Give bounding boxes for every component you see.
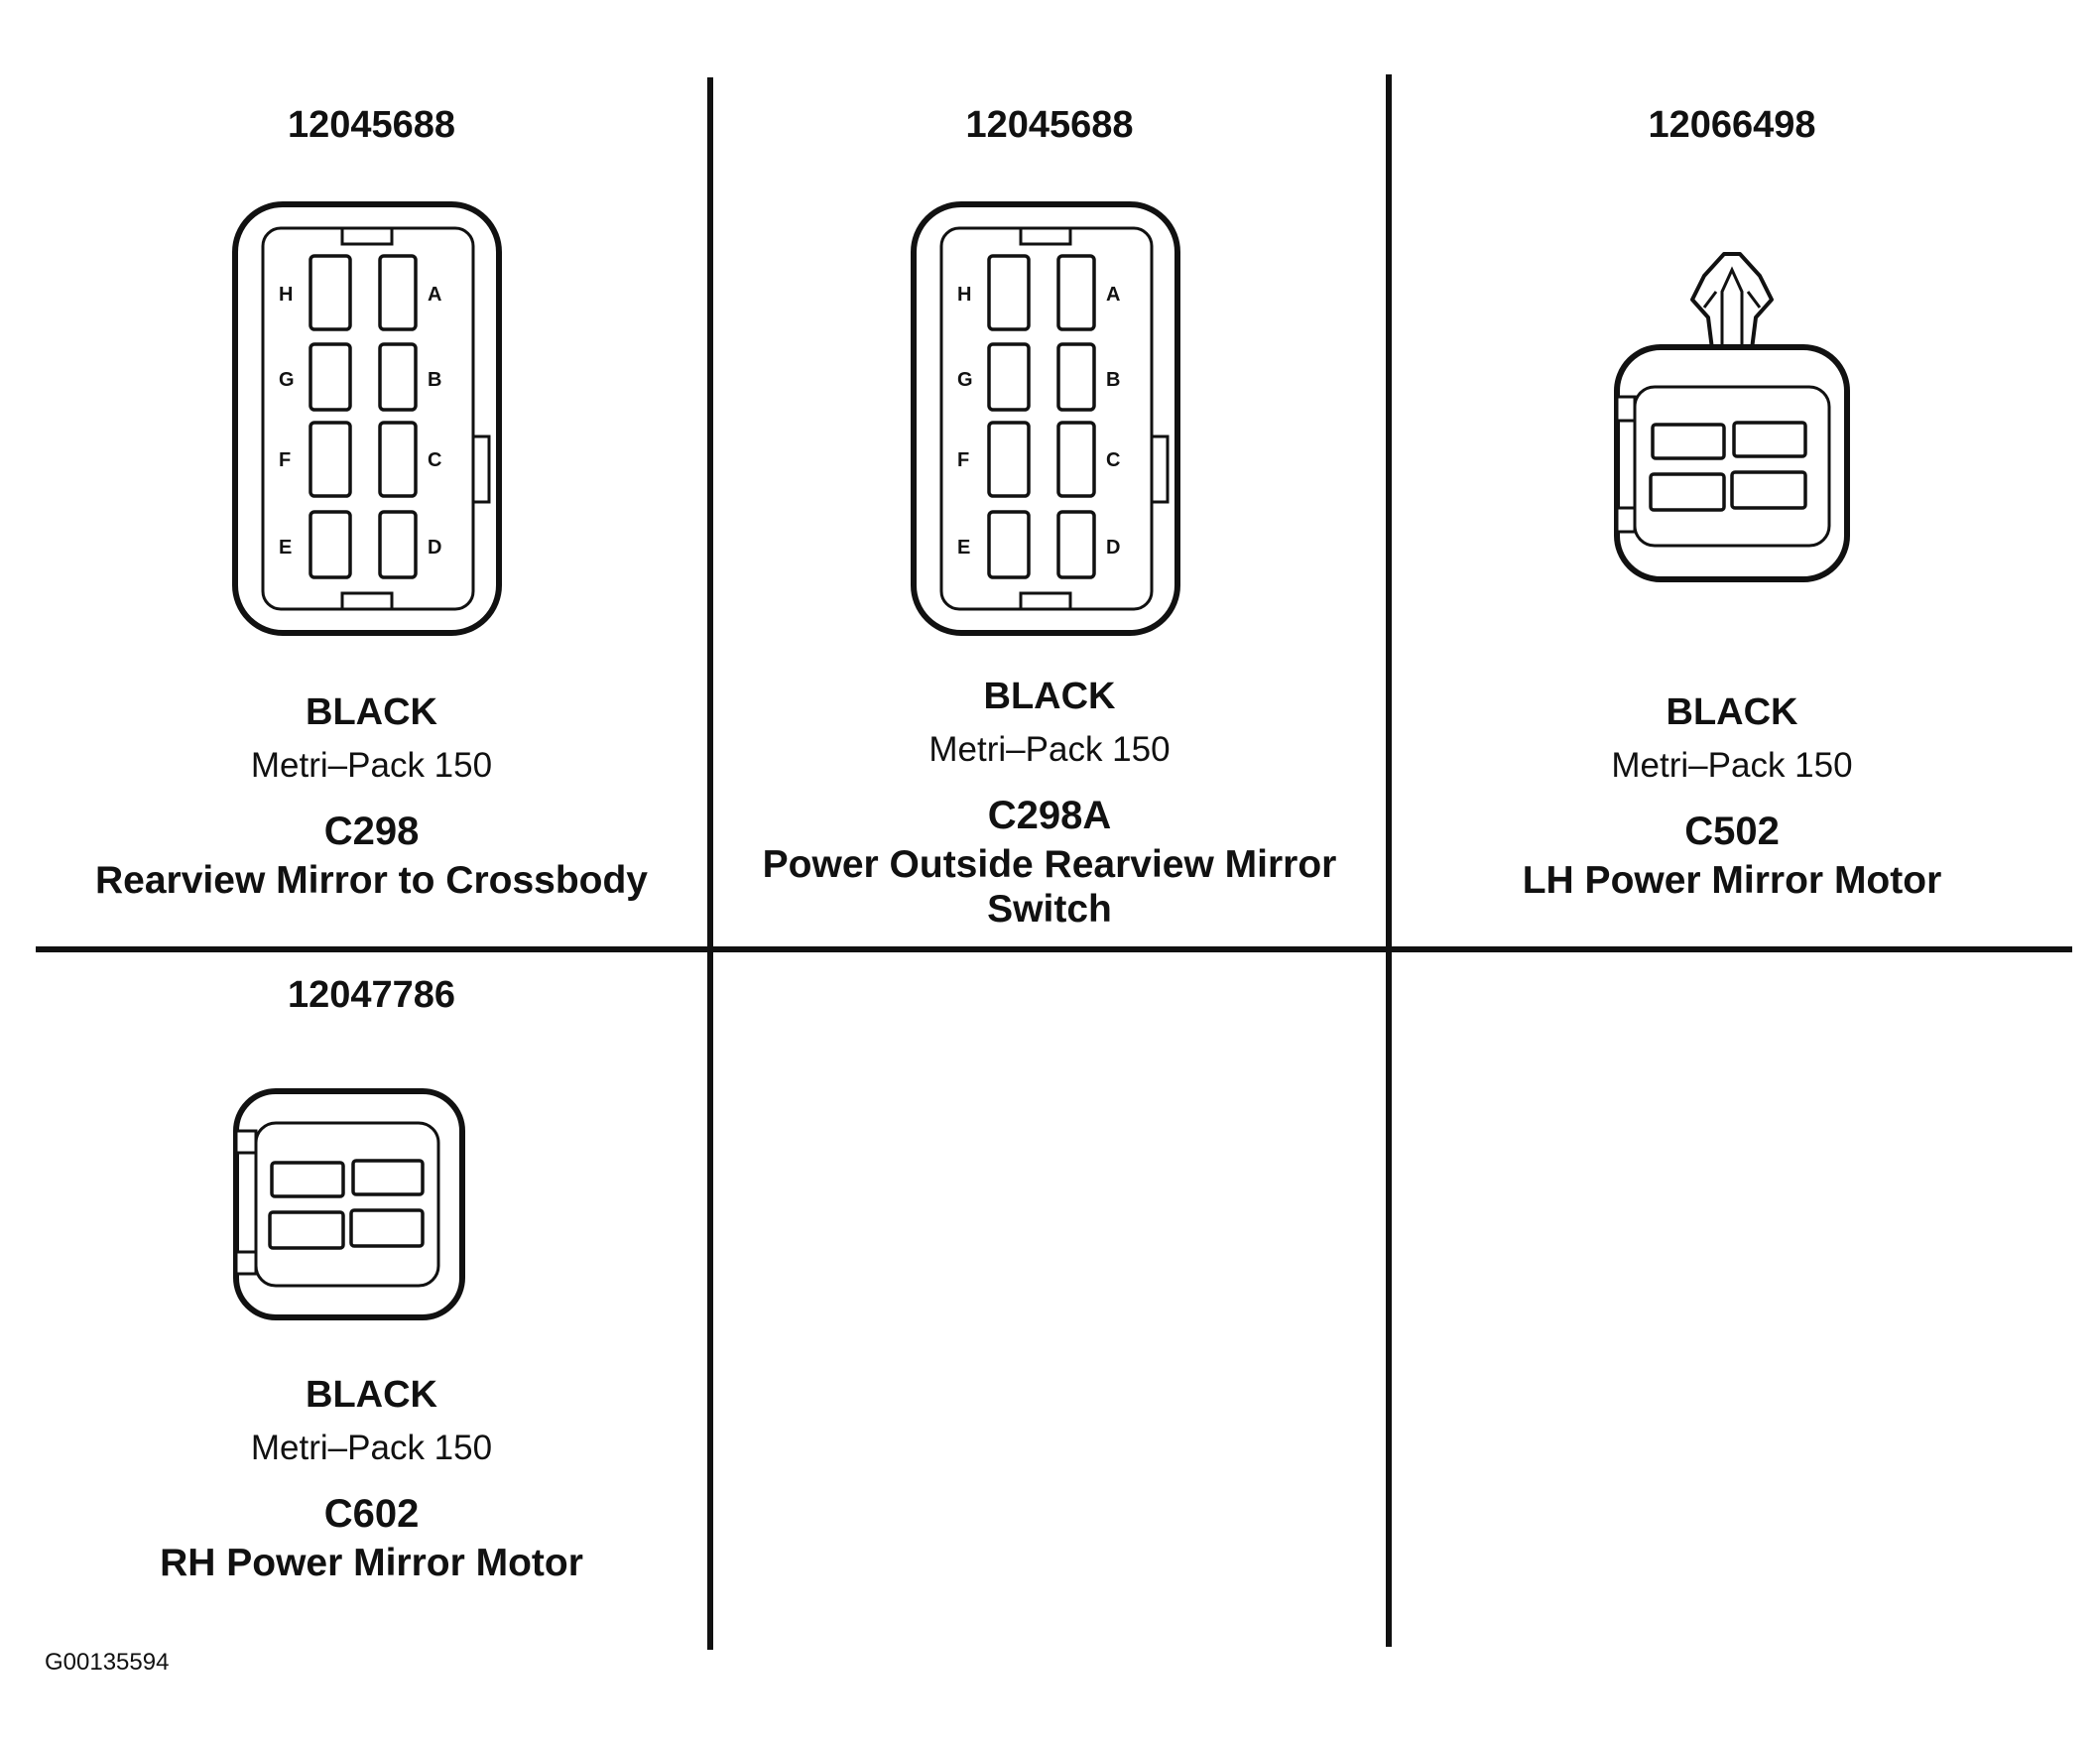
cavity-label-c: C (1106, 449, 1120, 471)
terminal-series: Metri–Pack 150 (250, 746, 493, 785)
connector-description: LH Power Mirror Motor (1522, 859, 1942, 902)
cavity-label-a: A (1106, 284, 1120, 306)
connector-color: BLACK (983, 676, 1116, 717)
vertical-divider-2 (1386, 74, 1392, 1647)
cavity-grid (309, 254, 418, 579)
cavity-label-b: B (428, 369, 441, 391)
cavity-label-c: C (428, 449, 441, 471)
connector-id: C298A (987, 794, 1112, 837)
cavity-label-d: D (1106, 537, 1120, 559)
terminal-series: Metri–Pack 150 (1611, 746, 1853, 785)
horizontal-divider (36, 946, 2072, 952)
connector-id: C298 (323, 810, 420, 853)
figure-id: G00135594 (45, 1649, 170, 1676)
connector-color: BLACK (306, 691, 437, 733)
connector-8-way-icon: H A G B F C E D (232, 201, 502, 636)
connector-description: RH Power Mirror Motor (160, 1542, 583, 1584)
cavity-label-h: H (279, 284, 293, 306)
cavity-label-h: H (957, 284, 971, 306)
connector-description-line-1: Power Outside Rearview Mirror (762, 843, 1337, 886)
cavity-label-b: B (1106, 369, 1120, 391)
connector-description-line-2: Switch (987, 888, 1112, 931)
cavity-label-g: G (957, 369, 973, 391)
cavity-grid (1649, 421, 1807, 512)
connector-cell-c502: 12066498 BLACK Metri–Pack 150 C502 LH Po… (1392, 0, 2072, 946)
terminal-series: Metri–Pack 150 (250, 1429, 493, 1467)
cavity-label-d: D (428, 537, 441, 559)
cavity-grid (987, 254, 1096, 579)
cavity-label-f: F (279, 449, 291, 471)
terminal-series: Metri–Pack 150 (928, 730, 1171, 769)
vertical-divider-1 (707, 77, 713, 1650)
cavity-label-e: E (279, 537, 292, 559)
part-number: 12047786 (287, 974, 456, 1016)
connector-8-way-icon: H A G B F C E D (911, 201, 1180, 636)
connector-color: BLACK (1666, 691, 1798, 733)
cavity-label-f: F (957, 449, 969, 471)
connector-id: C602 (323, 1492, 420, 1536)
connector-cell-c298a: 12045688 H A G B F C E D BLACK Metri–Pac… (713, 0, 1386, 946)
connector-color: BLACK (306, 1374, 437, 1416)
part-number: 12066498 (1648, 104, 1816, 146)
part-number: 12045688 (287, 104, 456, 146)
connector-cell-c602: 12047786 BLACK Metri–Pack 150 C602 RH Po… (36, 952, 707, 1647)
connector-cell-c298: 12045688 H A G B F C E D BLACK Metri–Pac… (36, 0, 707, 946)
cavity-grid (268, 1159, 425, 1250)
connector-4-way-clip-icon (1614, 252, 1850, 582)
cavity-label-e: E (957, 537, 970, 559)
connector-id: C502 (1684, 810, 1780, 853)
connector-4-way-icon (233, 1088, 465, 1320)
connector-description: Rearview Mirror to Crossbody (95, 859, 648, 902)
cavity-label-a: A (428, 284, 441, 306)
cavity-label-g: G (279, 369, 295, 391)
part-number: 12045688 (965, 104, 1134, 146)
